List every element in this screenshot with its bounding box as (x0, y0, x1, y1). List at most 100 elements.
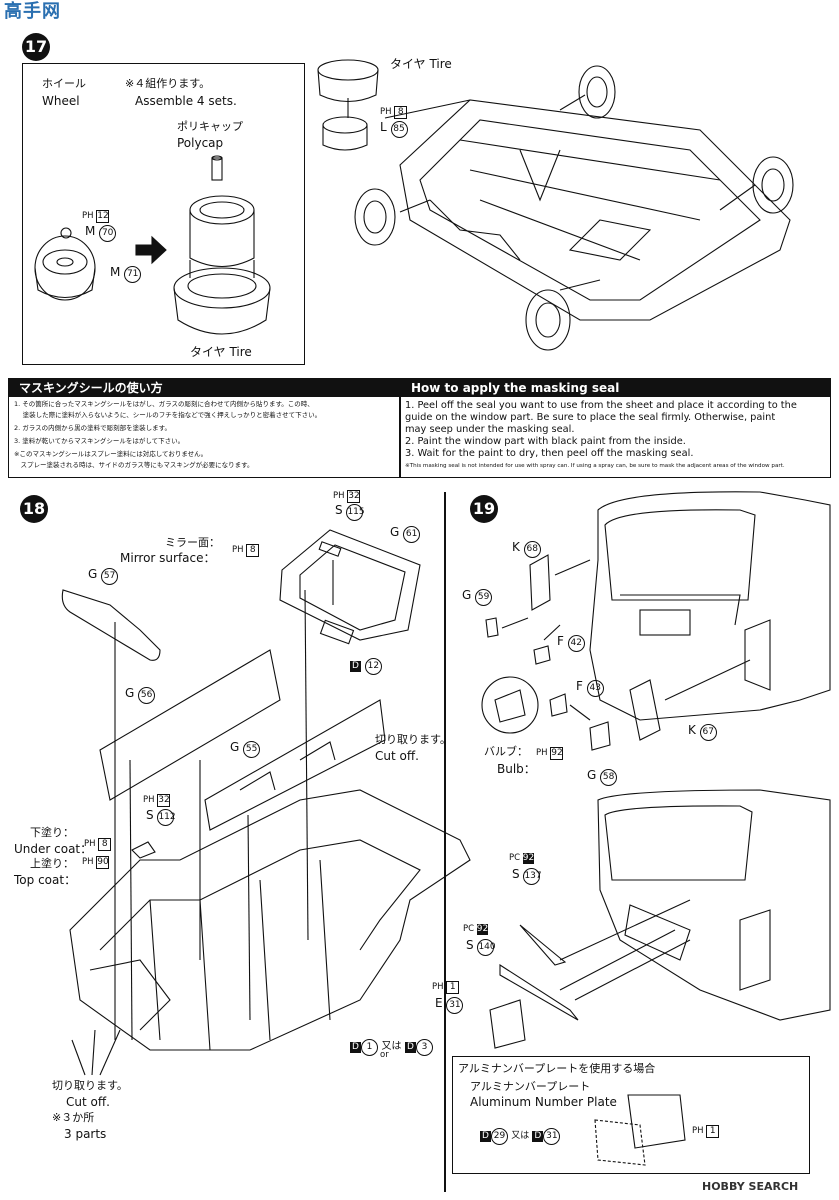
g56-label: G 56 (125, 686, 156, 704)
window-g61-icon (279, 529, 421, 641)
s112-label: S 112 (146, 808, 176, 826)
e31-label: E 31 (435, 996, 464, 1014)
lamp-parts-icon (485, 554, 661, 751)
masking-instructions-box (8, 378, 831, 478)
parts-label-en: 3 parts (64, 1127, 107, 1141)
step-18-number: 18 (20, 495, 48, 523)
cutoff2-label-en: Cut off. (66, 1095, 110, 1109)
topcoat-label-jp: 上塗り： (30, 857, 74, 870)
step-divider (444, 492, 446, 1192)
undercoat-ph: PH 8 (84, 838, 112, 851)
g57-label: G 57 (88, 567, 119, 585)
tire-small-icon (317, 59, 379, 151)
s137-label: S 137 (512, 867, 542, 885)
tire-label-bottom: タイヤ Tire (190, 345, 252, 359)
masking-en-item: may seep under the masking seal. (405, 424, 575, 435)
masking-en-item: 2. Paint the window part with black pain… (405, 436, 686, 447)
masking-jp-item: 塗装した際に塗料が入らないように、シールのフチを指などで強く押えしっかりと密着さ… (14, 411, 322, 419)
ph8-mirror-label: PH 8 (232, 544, 260, 557)
masking-en-note: ※This masking seal is not intended for u… (405, 463, 785, 469)
pc92-s140-label: PC 92 (463, 924, 489, 935)
ph32-s112-label: PH 32 (143, 794, 171, 807)
bulb-label-en: Bulb： (497, 762, 536, 776)
s140-label: S 140 (466, 938, 496, 956)
masking-jp-item: 2. ガラスの内側から黒の塗料で彫刻部を塗装します。 (14, 424, 171, 432)
g59-label: G 59 (462, 588, 493, 606)
aluminum-box-title: アルミナンバープレートを使用する場合 (458, 1062, 656, 1075)
watermark-logo: 高手网 (4, 1, 61, 22)
car-rear-lower-icon (597, 789, 831, 1021)
assemble-label-jp: ※４組作ります。 (125, 77, 211, 90)
masking-en-item: 3. Wait for the paint to dry, then peel … (405, 448, 694, 459)
f43-label: F 43 (576, 679, 604, 697)
plate-part-icon (489, 999, 526, 1049)
g61-label: G 61 (390, 525, 421, 543)
parts-label-jp: ※３か所 (52, 1111, 95, 1124)
wheel-label-jp: ホイール (42, 77, 86, 90)
aluminum-plate-box (452, 1056, 810, 1174)
masking-jp-item: スプレー塗装される時は、サイドのガラス等にもマスキングが必要になります。 (14, 461, 254, 469)
masking-title-en: How to apply the masking seal (401, 379, 830, 397)
s115-label: S 115 (335, 503, 365, 521)
topcoat-label-en: Top coat： (14, 873, 77, 887)
undercoat-label-en: Under coat： (14, 842, 93, 856)
polycap-label-en: Polycap (177, 136, 224, 150)
g58-label: G 58 (587, 768, 618, 786)
ph32-label-18: PH 32 (333, 490, 361, 503)
masking-divider (399, 379, 401, 477)
ph1-label: PH 1 (432, 981, 460, 994)
aluminum-plate-en: Aluminum Number Plate (470, 1095, 617, 1109)
k68-label: K 68 (512, 540, 541, 558)
aluminum-plate-jp: アルミナンバープレート (470, 1080, 591, 1093)
masking-title-jp: マスキングシールの使い方 (9, 379, 399, 397)
wheel-assembly-box (22, 63, 305, 365)
watermark-bottom: HOBBY SEARCH (702, 1180, 799, 1193)
m71-label: M 71 (110, 265, 142, 283)
window-g56-icon (99, 649, 281, 801)
aluminum-ph: PH 1 (692, 1125, 720, 1138)
mirror-part-icon (61, 589, 161, 661)
ph8-label-17: PH 8 (380, 106, 408, 119)
masking-jp-item: 1. その箇所に合ったマスキングシールをはがし、ガラスの彫刻に合わせて内側から貼… (14, 400, 314, 408)
polycap-label-jp: ポリキャップ (177, 120, 243, 133)
bulb-label-jp: バルブ： (484, 745, 528, 758)
masking-en-item: 1. Peel off the seal you want to use fro… (405, 400, 797, 411)
l85-label: L 85 (380, 120, 408, 138)
cutoff-label-jp: 切り取ります。 (375, 733, 451, 746)
tire-label-top: タイヤ Tire (390, 57, 452, 71)
bulb-ph: PH 92 (536, 747, 564, 760)
cutoff-label-en: Cut off. (375, 749, 419, 763)
d12-label: D 12 (350, 657, 382, 675)
mirror-label-en: Mirror surface： (120, 551, 216, 565)
d-or-label: or (380, 1050, 389, 1060)
car-body-rear-icon (69, 789, 471, 1051)
pc92-s137-label: PC 92 (509, 853, 535, 864)
chassis-icon (399, 99, 791, 321)
step-17-number: 17 (22, 33, 50, 61)
wheel-label-en: Wheel (42, 94, 80, 108)
masking-jp-item: ※このマスキングシールはスプレー塗料には対応しておりません。 (14, 450, 208, 458)
cutoff2-label-jp: 切り取ります。 (52, 1079, 128, 1092)
masking-en-item: guide on the window part. Be sure to pla… (405, 412, 776, 423)
ph12-label: PH 12 (82, 210, 110, 223)
f42-label: F 42 (557, 634, 585, 652)
bumper-part-icon (499, 963, 579, 1021)
bulb-detail-icon (481, 676, 539, 734)
step-19-number: 19 (470, 495, 498, 523)
k67-label: K 67 (688, 723, 717, 741)
m70-label: M 70 (85, 224, 117, 242)
d12-part-icon (319, 619, 355, 645)
masking-jp-item: 3. 塗料が乾いてからマスキングシールをはがして下さい。 (14, 437, 185, 445)
s137-part-icon (519, 924, 567, 966)
assemble-label-en: Assemble 4 sets. (135, 94, 237, 108)
chassis-wheel-icon (354, 65, 794, 351)
g55-label: G 55 (230, 740, 261, 758)
car-rear-upper-icon (589, 491, 831, 721)
undercoat-label-jp: 下塗り： (30, 826, 74, 839)
mirror-label-jp: ミラー面： (165, 536, 220, 549)
topcoat-ph: PH 90 (82, 856, 110, 869)
window-g55-icon (204, 699, 386, 831)
s112-part-icon (131, 841, 156, 859)
